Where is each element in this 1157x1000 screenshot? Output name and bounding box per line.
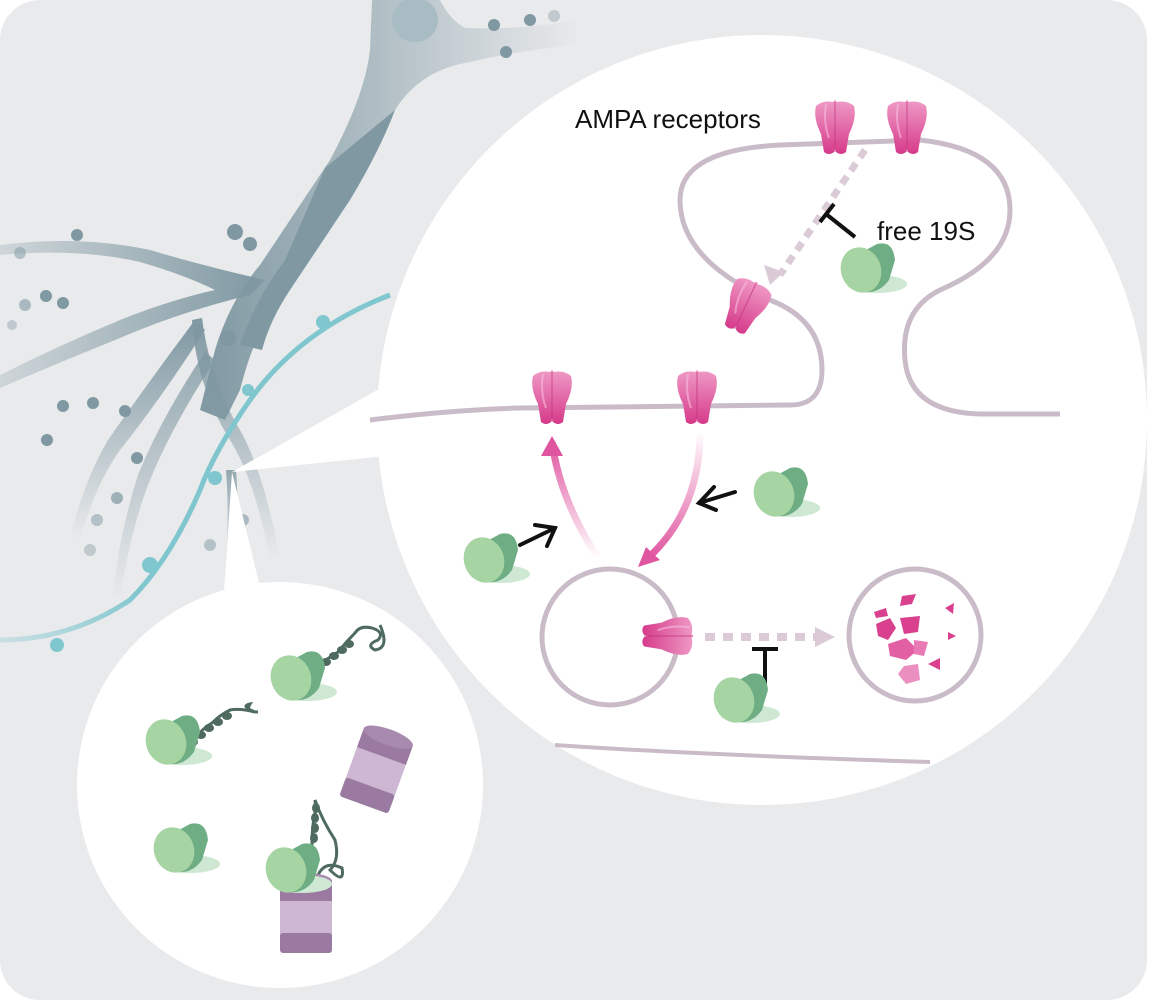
synapse-zoom-circle [377, 35, 1147, 805]
ubiquitin-beads [188, 640, 354, 843]
dendrite-shaft-membrane [554, 743, 931, 764]
lysosome [846, 566, 984, 704]
nucleus [392, 0, 438, 42]
soma-apical [200, 0, 580, 420]
neuron [0, 0, 580, 600]
proteasome-inset [77, 582, 483, 988]
19s-promote-arrows [518, 485, 737, 548]
axon [0, 292, 391, 652]
receptor-fragments [874, 594, 956, 684]
dendrite-down-right [192, 318, 280, 560]
zoom-connector-synapse [232, 380, 395, 472]
endocytosis-pink-arrow [645, 431, 704, 561]
dendrite-left [0, 241, 265, 388]
synapse-zoom: AMPA receptors free 19S [369, 35, 1147, 805]
label-ampa-receptors: AMPA receptors [575, 104, 761, 134]
zoom-connector-inset [222, 472, 268, 620]
inset-zoom-circle [77, 582, 483, 988]
dendrite-down-left [70, 320, 205, 540]
inhibition-mark-19s [824, 212, 857, 239]
spine-membrane [369, 137, 1060, 423]
label-free-19s: free 19S [877, 216, 975, 246]
